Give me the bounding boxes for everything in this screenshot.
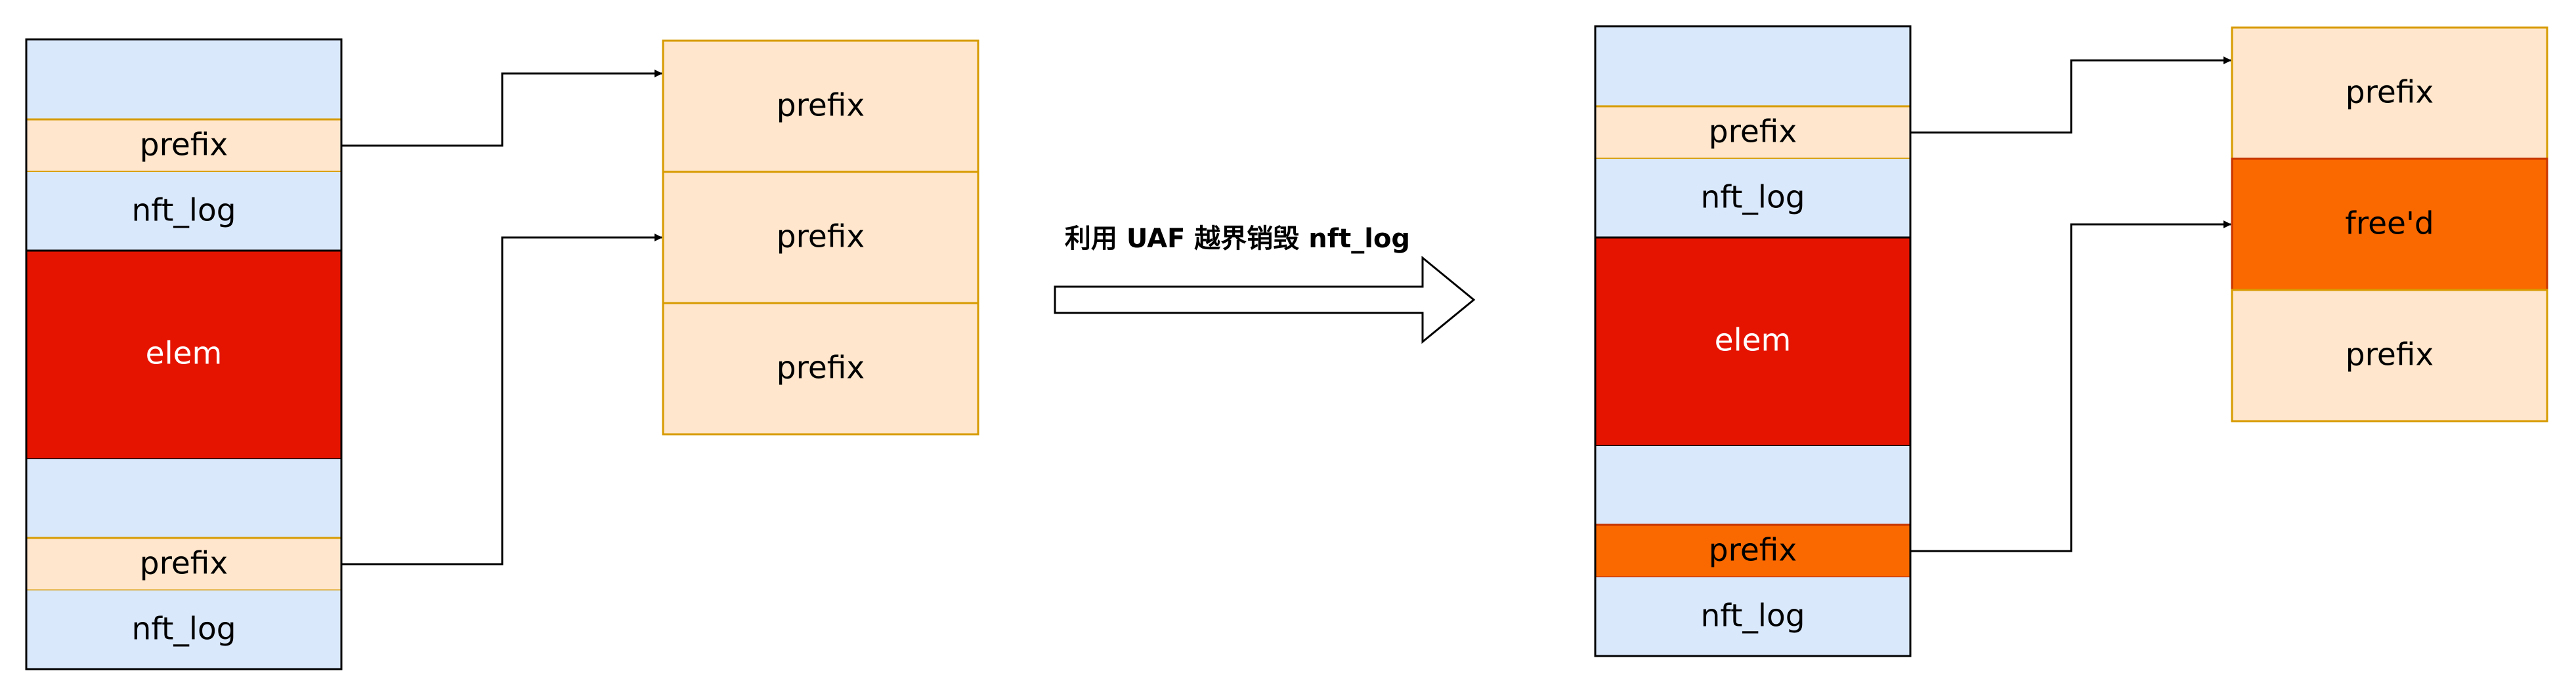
- left-prefix-label-bottom: prefix: [140, 546, 228, 582]
- right-empty-cell-mid: [1595, 446, 1910, 525]
- left-slab: prefix prefix prefix: [662, 39, 979, 436]
- transition-arrow: [1054, 255, 1476, 344]
- right-elem-label: elem: [1715, 323, 1792, 359]
- left-column-border: [25, 38, 343, 670]
- right-nft-log-label-bottom: nft_log: [1700, 598, 1805, 634]
- left-nft-log-label-top: nft_log: [131, 193, 236, 229]
- left-slab-label-3: prefix: [777, 350, 865, 386]
- transition: 利用 UAF 越界销毁 nft_log: [1054, 224, 1476, 344]
- left-slab-label-1: prefix: [777, 88, 865, 124]
- right-connector-bottom: [1910, 220, 2231, 552]
- left-elem-label: elem: [146, 336, 223, 372]
- left-slab-label-2: prefix: [777, 219, 865, 255]
- right-connector-top: [1910, 56, 2231, 134]
- right-empty-cell-top: [1595, 26, 1910, 106]
- transition-caption: 利用 UAF 越界销毁 nft_log: [1065, 224, 1410, 254]
- left-slab-cell-3: [662, 302, 979, 436]
- right-prefix-label-top: prefix: [1709, 114, 1797, 150]
- left-prefix-cell-bottom: [25, 537, 343, 592]
- left-nft-log-cell-bottom: [26, 590, 341, 669]
- left-prefix-label-top: prefix: [140, 127, 228, 163]
- left-memory-column: prefix nft_log elem prefix nft_log: [25, 38, 343, 670]
- right-nft-log-cell-top: [1595, 159, 1910, 237]
- right-slab-cell-1: [2231, 26, 2548, 160]
- right-prefix-label-bottom: prefix: [1709, 533, 1797, 569]
- right-slab-label-3: prefix: [2346, 337, 2434, 373]
- left-connector-top: [341, 70, 662, 147]
- right-slab-cell-2-freed: [2231, 157, 2548, 291]
- left-empty-cell-top: [26, 39, 341, 119]
- left-nft-log-label-bottom: nft_log: [131, 611, 236, 647]
- right-nft-log-cell-bottom: [1595, 577, 1910, 656]
- left-nft-log-cell-top: [26, 172, 341, 251]
- right-slab-label-2: free'd: [2345, 206, 2434, 242]
- left-elem-cell: [25, 249, 343, 461]
- left-empty-cell-mid: [26, 459, 341, 538]
- left-prefix-cell-top: [25, 118, 343, 173]
- left-connector-bottom: [341, 234, 662, 565]
- right-slab-cell-3: [2231, 289, 2548, 422]
- right-column-border: [1594, 25, 1912, 657]
- right-slab-label-1: prefix: [2346, 75, 2434, 111]
- right-memory-column: prefix nft_log elem prefix nft_log: [1594, 25, 1912, 657]
- right-slab: prefix free'd prefix: [2231, 26, 2548, 422]
- right-prefix-cell-bottom-freed: [1594, 524, 1912, 579]
- right-nft-log-label-top: nft_log: [1700, 180, 1805, 216]
